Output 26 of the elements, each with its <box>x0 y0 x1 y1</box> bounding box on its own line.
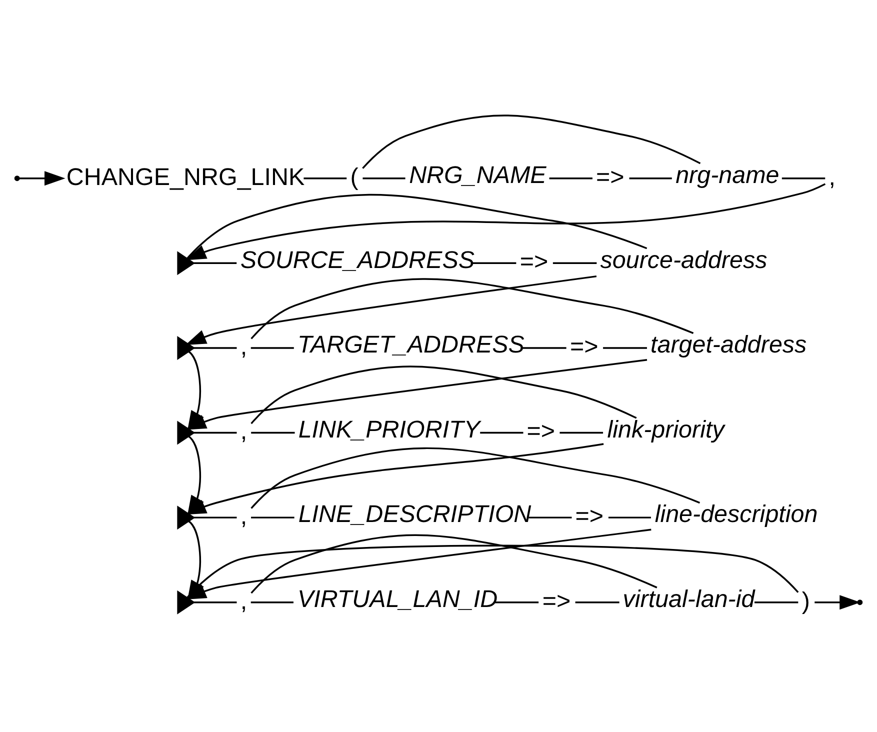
node-text: NRG_NAME <box>409 162 546 190</box>
node-text: , <box>240 333 248 360</box>
node-text: , <box>240 502 248 530</box>
node-text: => <box>570 333 598 360</box>
node-text: link-priority <box>607 416 724 444</box>
node-text: => <box>575 502 604 530</box>
node-text: line-description <box>654 501 818 528</box>
node-text: => <box>520 248 548 276</box>
node-text: VIRTUAL_LAN_ID <box>297 586 498 614</box>
node-text: nrg-name <box>676 162 780 190</box>
node-text: target-address <box>650 332 807 359</box>
node-text: , <box>240 588 248 615</box>
node-text: => <box>526 418 556 446</box>
node-text: source-address <box>600 246 768 274</box>
node-text: SOURCE_ADDRESS <box>240 246 475 274</box>
node-text: => <box>542 588 571 615</box>
node-text: CHANGE_NRG_LINK <box>66 164 305 191</box>
node-text: ( <box>350 164 358 191</box>
node-text: => <box>596 164 624 191</box>
node-text: LINK_PRIORITY <box>298 416 480 444</box>
node-text: virtual-lan-id <box>622 586 755 614</box>
node-text: , <box>828 164 836 191</box>
node-text: ) <box>802 588 810 615</box>
node-text: TARGET_ADDRESS <box>297 332 524 359</box>
node-text: , <box>240 418 248 446</box>
node-text: LINE_DESCRIPTION <box>298 501 532 528</box>
